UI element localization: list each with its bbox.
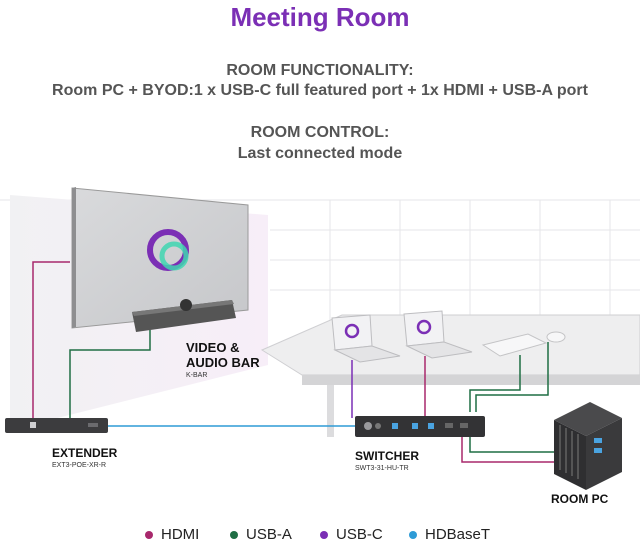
video-bar-model: K-BAR	[186, 372, 208, 379]
functionality-text: Room PC + BYOD:1 x USB-C full featured p…	[52, 82, 588, 99]
legend-item-hdbaset: HDBaseT	[409, 526, 490, 543]
video-bar-name-line1: VIDEO &	[186, 340, 240, 355]
legend-label: USB-A	[246, 526, 292, 543]
switcher-model: SWT3-31-HU-TR	[355, 465, 409, 472]
mouse-icon	[546, 331, 566, 343]
usb-c-legend-dot	[320, 530, 328, 539]
meeting-logo-icon	[147, 229, 189, 271]
extender-model: EXT3-POE-XR-R	[52, 462, 107, 469]
legend-item-usb-c: USB-C	[320, 526, 383, 543]
usb-a-cable-peripherals	[469, 355, 521, 412]
room-pc-label: ROOM PC	[551, 492, 609, 506]
usb-a-legend-dot	[230, 530, 238, 539]
usb-a-cable-pc	[469, 436, 565, 453]
keyboard-icon	[481, 333, 548, 357]
video-bar	[132, 299, 236, 332]
control-text: Last connected mode	[237, 145, 403, 162]
hdmi-cable-pc	[461, 436, 565, 463]
legend-item-hdmi: HDMI	[145, 526, 199, 543]
extender-device	[5, 418, 108, 433]
laptop-right	[403, 310, 473, 359]
legend-label: HDBaseT	[425, 526, 491, 543]
video-bar-name-line2: AUDIO BAR	[186, 355, 260, 370]
legend-label: USB-C	[336, 526, 383, 543]
switcher-device	[355, 416, 485, 437]
legend-item-usb-a: USB-A	[230, 526, 292, 543]
usb-a-cable-bar	[69, 330, 151, 420]
video-bar-label: VIDEO & AUDIO BAR	[186, 340, 260, 370]
legend-label: HDMI	[161, 526, 200, 543]
hdbaset-legend-dot	[409, 530, 417, 539]
laptop-left	[331, 314, 401, 363]
control-heading: ROOM CONTROL:	[250, 124, 390, 141]
hdmi-cable-screen	[32, 261, 70, 420]
usb-a-cable-mouse	[475, 342, 549, 412]
extender-label: EXTENDER	[52, 446, 118, 460]
functionality-heading: ROOM FUNCTIONALITY:	[226, 62, 414, 79]
hdmi-legend-dot	[145, 530, 153, 539]
switcher-label: SWITCHER	[355, 449, 419, 463]
page-title: Meeting Room	[230, 2, 410, 32]
room-pc-device	[554, 402, 622, 490]
